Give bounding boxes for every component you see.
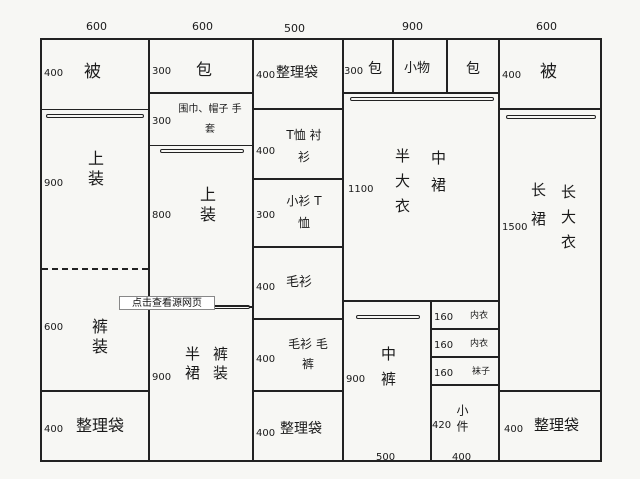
bottom-dim-500: 500 xyxy=(376,452,396,463)
col1-bot-label: 整理袋 xyxy=(76,416,125,435)
col2-acc-label: 围巾、帽子 手套 xyxy=(178,104,242,135)
col1-hanging-rod xyxy=(46,114,144,118)
col1-low-label: 裤装 xyxy=(89,318,108,358)
col4-drawer3 xyxy=(430,356,500,386)
col2-mid-dim: 800 xyxy=(152,210,172,221)
col3-r3-label: 小衫 T恤 xyxy=(286,194,322,230)
col5-bot-dim: 400 xyxy=(504,424,524,435)
col3-top-dim: 400 xyxy=(256,70,276,81)
col5-bottom-cell xyxy=(498,390,602,462)
col3-r6-dim: 400 xyxy=(256,428,276,439)
col2-lower-cell xyxy=(148,306,254,462)
col2-top-label: 包 xyxy=(196,60,213,79)
col4-top-dim: 300 xyxy=(344,66,364,77)
col4-top-a-label: 包 xyxy=(368,61,382,77)
col4-lower-rod xyxy=(356,315,420,319)
col4-d3-dim: 160 xyxy=(434,368,454,379)
col3-r4-label: 毛衫 xyxy=(286,275,313,290)
col4-drawer2 xyxy=(430,328,500,358)
col3-row2-cell xyxy=(252,108,344,180)
col1-mid-dim: 900 xyxy=(44,178,64,189)
col4-d4-label: 小件 xyxy=(455,404,469,436)
col4-lower-cell xyxy=(342,300,432,462)
col2-hanging-rod xyxy=(160,149,244,153)
col3-bottom-cell xyxy=(252,390,344,462)
col4-top-c-cell xyxy=(446,38,500,94)
col3-r4-dim: 400 xyxy=(256,282,276,293)
col4-top-b-cell xyxy=(392,38,448,94)
col3-top-label: 整理袋 xyxy=(276,65,318,81)
col5-top-cell xyxy=(498,38,602,110)
col2-acc-dim: 300 xyxy=(152,116,172,127)
top-dim-col4: 900 xyxy=(402,20,423,33)
col2-top-dim: 300 xyxy=(152,66,172,77)
col4-d3-label: 袜子 xyxy=(472,367,491,377)
col4-d1-label: 内衣 xyxy=(470,311,489,321)
bottom-dim-400: 400 xyxy=(452,452,472,463)
col3-row3-cell xyxy=(252,178,344,248)
col4-low-label: 中裤 xyxy=(379,346,397,396)
col4-top-a-cell xyxy=(342,38,394,94)
col5-hanging-rod xyxy=(506,115,596,119)
col5-bot-label: 整理袋 xyxy=(534,416,580,434)
col1-top-cell xyxy=(40,38,150,110)
col2-low-dim: 900 xyxy=(152,372,172,383)
col2-accessory-cell xyxy=(148,92,254,146)
col1-bottom-cell xyxy=(40,390,150,462)
col4-mid-dim: 1100 xyxy=(348,184,374,195)
col3-r2-label: T恤 衬衫 xyxy=(286,128,322,164)
col4-top-b-label: 小物 xyxy=(404,61,431,76)
col2-mid-label: 上装 xyxy=(197,186,216,226)
col4-mid-label-a: 半大衣 xyxy=(393,148,411,223)
col3-row5-cell xyxy=(252,318,344,392)
col4-low-dim: 900 xyxy=(346,374,366,385)
col5-top-label: 被 xyxy=(540,62,557,82)
col5-top-dim: 400 xyxy=(502,70,522,81)
col2-top-cell xyxy=(148,38,254,94)
col4-drawer4 xyxy=(430,384,500,462)
top-dim-col5: 600 xyxy=(536,20,557,33)
col1-top-label: 被 xyxy=(84,62,101,82)
col3-r5-label: 毛衫 毛裤 xyxy=(288,337,328,371)
col3-r6-label: 整理袋 xyxy=(280,421,322,437)
col5-mid-label-a: 长裙 xyxy=(529,182,547,240)
col1-low-dim: 600 xyxy=(44,322,64,333)
col4-d1-dim: 160 xyxy=(434,312,454,323)
col3-r3-dim: 300 xyxy=(256,210,276,221)
col5-mid-label-b: 长大衣 xyxy=(559,184,577,259)
col3-top-cell xyxy=(252,38,344,110)
col4-d4-dim: 420 xyxy=(432,420,452,431)
col1-top-dim: 400 xyxy=(44,68,64,79)
top-dim-col2: 600 xyxy=(192,20,213,33)
col3-r2-dim: 400 xyxy=(256,146,276,157)
col4-drawer1 xyxy=(430,300,500,330)
top-dim-col3: 500 xyxy=(284,22,305,35)
col1-hanging-cell xyxy=(40,108,150,392)
col3-r5-dim: 400 xyxy=(256,354,276,365)
col1-bot-dim: 400 xyxy=(44,424,64,435)
col4-top-c-label: 包 xyxy=(466,61,480,77)
col4-hanging-cell xyxy=(342,92,500,302)
col4-hanging-rod xyxy=(350,97,494,101)
col2-low-label-b: 裤装 xyxy=(211,346,229,384)
top-dim-col1: 600 xyxy=(86,20,107,33)
col4-mid-label-b: 中裙 xyxy=(429,150,447,204)
col1-divider-dashed xyxy=(42,268,148,270)
col5-hanging-cell xyxy=(498,108,602,392)
view-source-page-button[interactable]: 点击查看源网页 xyxy=(119,296,215,310)
col2-low-label-a: 半裙 xyxy=(183,346,201,384)
col2-hanging-cell xyxy=(148,144,254,308)
col3-row4-cell xyxy=(252,246,344,320)
col4-d2-dim: 160 xyxy=(434,340,454,351)
col1-mid-label: 上装 xyxy=(85,150,104,190)
col5-mid-dim: 1500 xyxy=(502,222,528,233)
col4-d2-label: 内衣 xyxy=(470,339,489,349)
